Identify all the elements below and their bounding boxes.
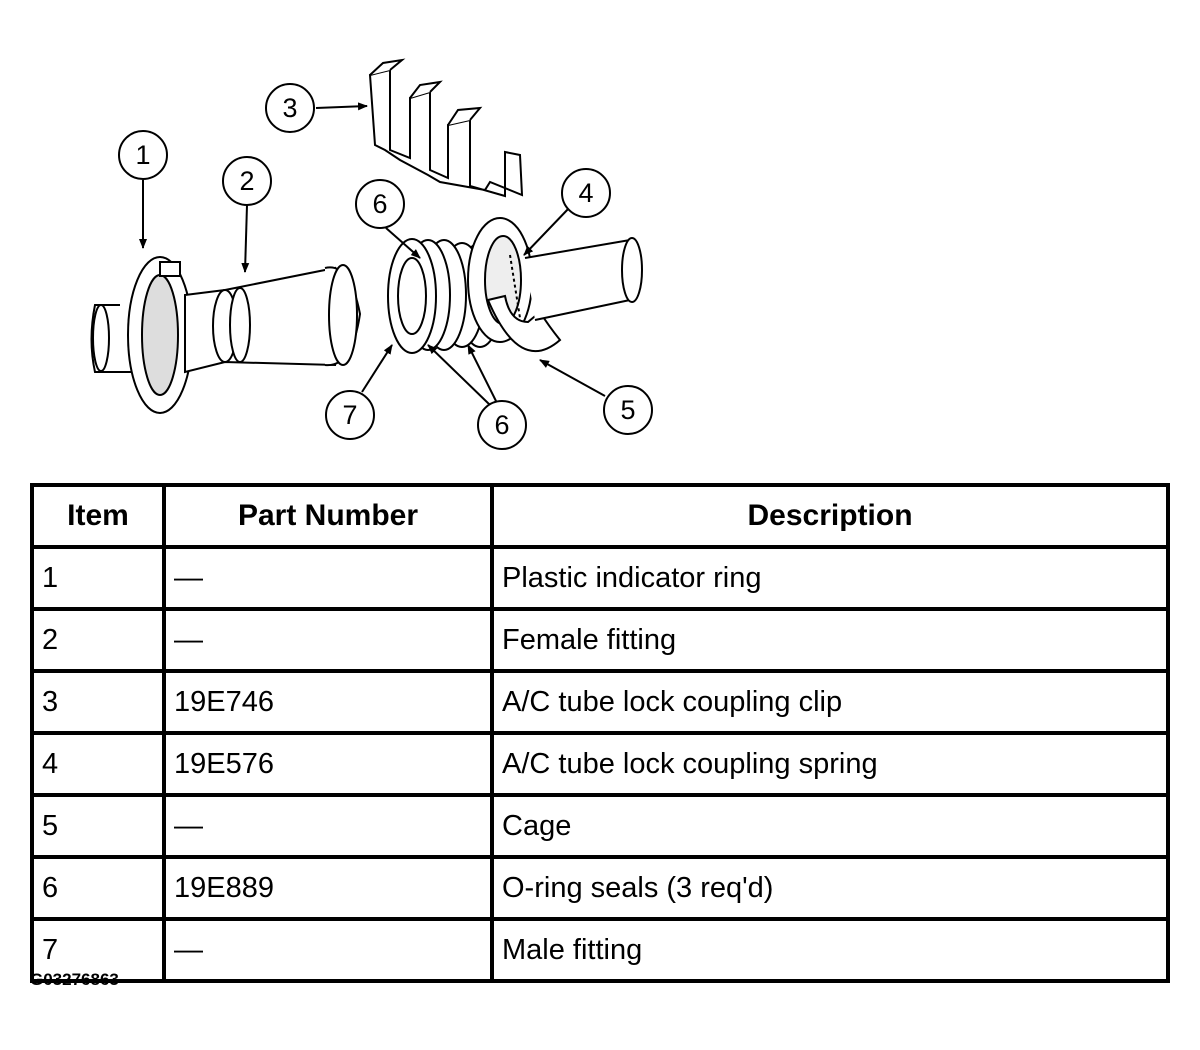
cell-part-number: 19E889: [162, 855, 494, 921]
callout-circle-6b: [477, 400, 527, 450]
cell-item: 7: [30, 917, 166, 983]
figure-id: G03276863: [30, 970, 119, 989]
cell-part-number: 19E746: [162, 669, 494, 735]
callout-label-6b: 6: [494, 410, 509, 440]
cell-item: 3: [30, 669, 166, 735]
female-fitting-tube: [90, 256, 362, 414]
table-row: 2 — Female fitting: [30, 607, 1170, 673]
spring-cage-assembly: [467, 217, 643, 352]
callout-circle-7: [325, 390, 375, 440]
cell-description: Cage: [490, 793, 1170, 859]
header-description: Description: [490, 483, 1170, 549]
cell-item: 1: [30, 545, 166, 611]
cell-description: Plastic indicator ring: [490, 545, 1170, 611]
callout-labels: 1 2 3 4 5 6 6 7: [135, 93, 635, 440]
header-part-number: Part Number: [162, 483, 494, 549]
table-row: 1 — Plastic indicator ring: [30, 545, 1170, 611]
cell-item: 6: [30, 855, 166, 921]
callout-label-2: 2: [239, 166, 254, 196]
table-row: 3 19E746 A/C tube lock coupling clip: [30, 669, 1170, 735]
parts-table-container: Item Part Number Description 1 — Plastic…: [30, 483, 1170, 983]
exploded-view-diagram: 1 2 3 4 5 6 6 7: [90, 58, 653, 450]
callout-label-5: 5: [620, 395, 635, 425]
cell-description: A/C tube lock coupling clip: [490, 669, 1170, 735]
cell-description: A/C tube lock coupling spring: [490, 731, 1170, 797]
callout-label-4: 4: [578, 178, 593, 208]
cell-item: 2: [30, 607, 166, 673]
coupling-clip: [368, 58, 524, 198]
cell-description: Male fitting: [490, 917, 1170, 983]
cell-part-number: 19E576: [162, 731, 494, 797]
callout-circle-1: [118, 130, 168, 180]
callout-circle-2: [222, 156, 272, 206]
callout-label-7: 7: [342, 400, 357, 430]
callout-circle-5: [603, 385, 653, 435]
table-row: 6 19E889 O-ring seals (3 req'd): [30, 855, 1170, 921]
table-header-row: Item Part Number Description: [30, 483, 1170, 549]
callout-label-3: 3: [282, 93, 297, 123]
cell-description: Female fitting: [490, 607, 1170, 673]
callout-leaders: [139, 102, 606, 406]
callout-label-1: 1: [135, 140, 150, 170]
table-row: 7 — Male fitting: [30, 917, 1170, 983]
table-row: 4 19E576 A/C tube lock coupling spring: [30, 731, 1170, 797]
callout-circles: [118, 83, 653, 450]
cell-description: O-ring seals (3 req'd): [490, 855, 1170, 921]
cell-part-number: —: [162, 793, 494, 859]
table-row: 5 — Cage: [30, 793, 1170, 859]
callout-label-6a: 6: [372, 189, 387, 219]
parts-table: Item Part Number Description 1 — Plastic…: [30, 483, 1170, 983]
callout-circle-3: [265, 83, 315, 133]
cell-part-number: —: [162, 917, 494, 983]
cell-item: 4: [30, 731, 166, 797]
callout-circle-4: [561, 168, 611, 218]
cell-part-number: —: [162, 545, 494, 611]
header-item: Item: [30, 483, 166, 549]
cell-item: 5: [30, 793, 166, 859]
callout-circle-6a: [355, 179, 405, 229]
cell-part-number: —: [162, 607, 494, 673]
